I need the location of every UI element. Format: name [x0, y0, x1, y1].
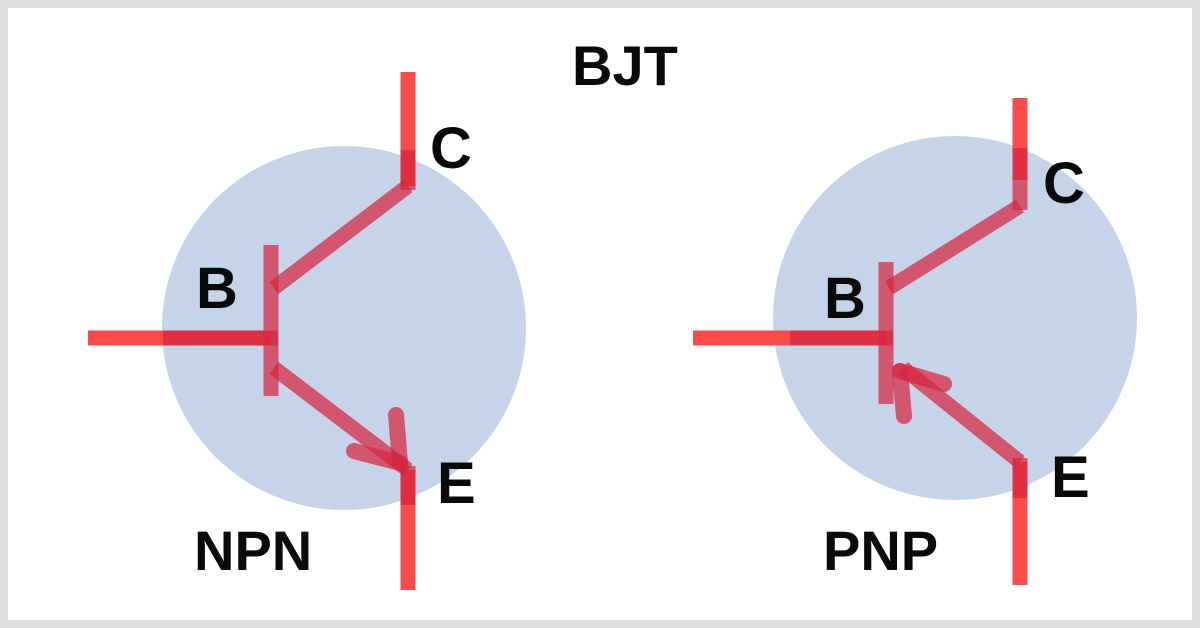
npn-name-label: NPN: [194, 519, 312, 582]
npn-collector-branch: [269, 180, 413, 294]
pnp-collector-branch: [885, 199, 1024, 295]
npn-body-circle: [162, 146, 526, 510]
npn-symbol: [88, 72, 526, 590]
pnp-name-label: PNP: [823, 519, 938, 582]
npn-emitter-arrowhead: [346, 407, 408, 471]
figure-title: BJT: [572, 34, 678, 97]
pnp-base-label: B: [824, 266, 866, 331]
pnp-symbol: [693, 98, 1137, 585]
npn-emitter-label: E: [437, 451, 476, 516]
pnp-body-circle: [773, 136, 1137, 500]
npn-symbol-strokes: [163, 150, 416, 505]
pnp-collector-label: C: [1043, 151, 1085, 216]
pnp-symbol-strokes: [790, 148, 1028, 498]
npn-collector-label: C: [430, 116, 472, 181]
pnp-emitter-arrowhead: [892, 363, 952, 424]
pnp-emitter-label: E: [1051, 445, 1090, 510]
npn-base-label: B: [196, 256, 238, 321]
